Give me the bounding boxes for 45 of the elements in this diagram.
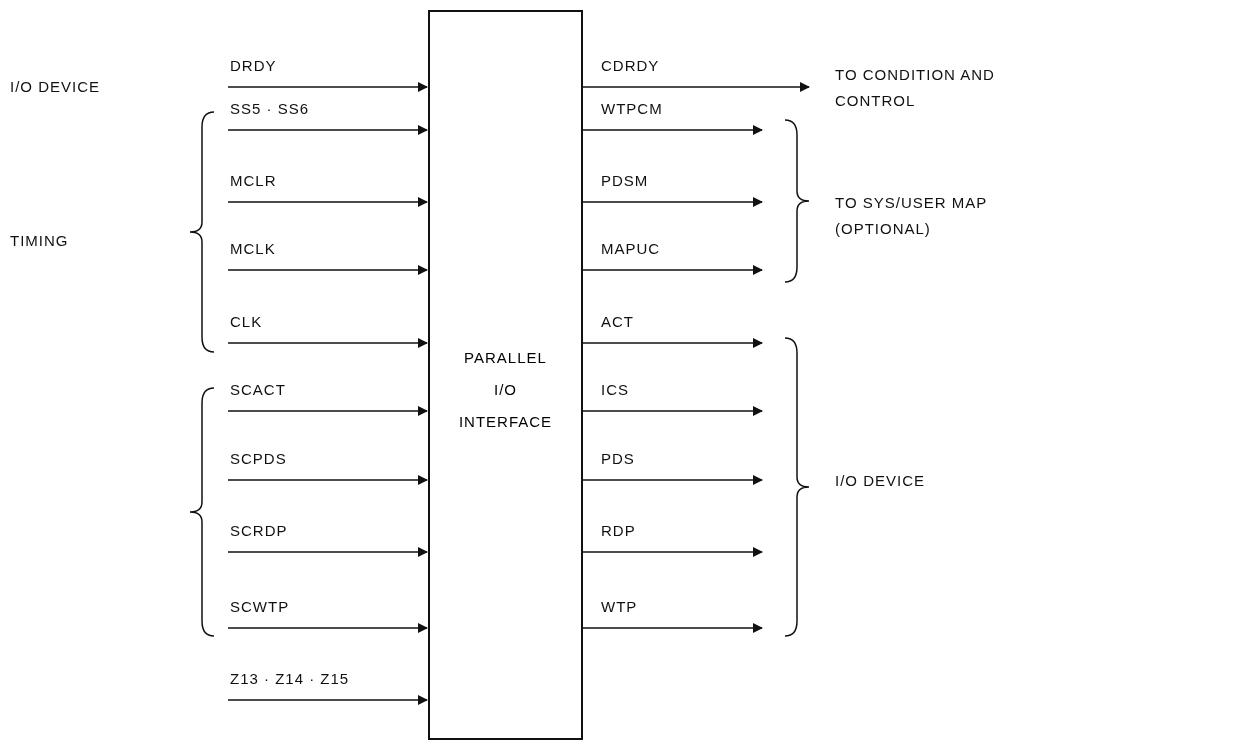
signal-arrow [582, 406, 763, 416]
signal-label: MAPUC [601, 240, 661, 257]
signal-label: RDP [601, 522, 636, 539]
signal-label: WTP [601, 598, 638, 615]
signal-label: PDS [601, 450, 635, 467]
interface-block [428, 10, 583, 740]
signal-label: SS5 · SS6 [230, 100, 310, 117]
signal-label: ACT [601, 313, 634, 330]
signal-label: SCWTP [230, 598, 290, 615]
signal-arrow [227, 475, 428, 485]
signal-arrow [582, 82, 810, 92]
signal-arrow [227, 338, 428, 348]
signal-arrow [582, 265, 763, 275]
signal-label: CLK [230, 313, 263, 330]
group-label: I/O DEVICE [835, 472, 926, 489]
signal-label: PDSM [601, 172, 649, 189]
signal-arrow [227, 695, 428, 705]
block-title: PARALLEL I/O INTERFACE [457, 348, 554, 432]
signal-arrow [582, 197, 763, 207]
destination-label: TO CONDITION AND CONTROL [810, 62, 1025, 116]
signal-arrow [227, 547, 428, 557]
signal-arrow [582, 547, 763, 557]
signal-arrow [582, 623, 763, 633]
signal-label: Z13 · Z14 · Z15 [230, 670, 350, 687]
signal-label: ICS [601, 381, 629, 398]
signal-arrow [227, 125, 428, 135]
group-label: I/O DEVICE [10, 78, 101, 95]
signal-arrow [582, 475, 763, 485]
signal-label: CDRDY [601, 57, 660, 74]
group-label: TO SYS/USER MAP (OPTIONAL) [835, 193, 988, 239]
signal-label: SCPDS [230, 450, 287, 467]
signal-arrow [582, 338, 763, 348]
group-label: TIMING [10, 232, 69, 249]
signal-label: MCLR [230, 172, 277, 189]
signal-arrow [227, 265, 428, 275]
signal-label: WTPCM [601, 100, 663, 117]
signal-label: SCRDP [230, 522, 288, 539]
signal-arrow [227, 623, 428, 633]
signal-label: MCLK [230, 240, 276, 257]
signal-arrow [582, 125, 763, 135]
signal-arrow [227, 197, 428, 207]
signal-arrow [227, 406, 428, 416]
signal-arrow [227, 82, 428, 92]
signal-label: DRDY [230, 57, 277, 74]
signal-label: SCACT [230, 381, 286, 398]
